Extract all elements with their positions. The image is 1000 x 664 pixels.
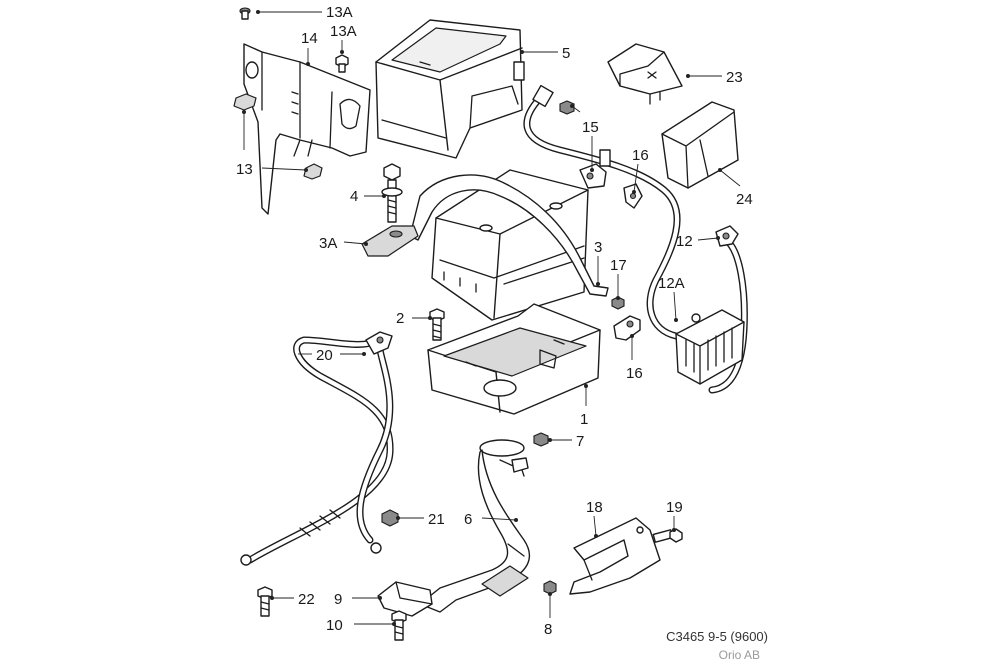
part-16-terminal-lower (613, 315, 641, 341)
part-18-bracket (569, 517, 661, 595)
label-1: 1 (580, 411, 588, 428)
label-17: 17 (610, 257, 627, 274)
label-9: 9 (334, 591, 342, 608)
label-18: 18 (586, 499, 603, 516)
label-23: 23 (726, 69, 743, 86)
part-23-terminal-cover (607, 43, 683, 105)
label-6: 6 (464, 511, 472, 528)
part-20-negative-cable (240, 331, 394, 566)
callouts: 13A 14 13A 13 5 23 15 16 24 4 3A 3 12 17… (236, 4, 753, 638)
label-12: 12 (676, 233, 693, 250)
label-13: 13 (236, 161, 253, 178)
label-7: 7 (576, 433, 584, 450)
copyright-text: Orio AB (719, 648, 760, 662)
label-16-lower: 16 (626, 365, 643, 382)
part-12a-fuse-box (675, 309, 745, 385)
label-3a: 3A (319, 235, 337, 252)
label-19: 19 (666, 499, 683, 516)
part-15-nut-upper (559, 100, 575, 115)
label-21: 21 (428, 511, 445, 528)
part-24-fusebox-cover (661, 101, 739, 189)
part-3a-clamp-foot (361, 225, 419, 257)
label-3: 3 (594, 239, 602, 256)
label-2: 2 (396, 310, 404, 327)
label-16-upper: 16 (632, 147, 649, 164)
label-8: 8 (544, 621, 552, 638)
part-22-bolt (257, 586, 273, 617)
part-3-hold-down-strap (409, 174, 609, 297)
part-6-tray-bracket (419, 439, 531, 613)
part-5-battery-cover (375, 19, 525, 159)
label-24: 24 (736, 191, 753, 208)
clip-upper (233, 93, 257, 111)
label-20: 20 (316, 347, 333, 364)
part-21-nut (381, 509, 399, 527)
part-13a-nut (335, 54, 349, 73)
part-7-nut (533, 432, 549, 447)
part-16-terminal-upper (623, 183, 643, 209)
part-9-clamp-plate (377, 581, 433, 617)
part-8-nut (543, 580, 557, 595)
part-4-bolt (381, 163, 403, 223)
label-12a: 12A (658, 275, 685, 292)
part-13-clip (303, 163, 323, 180)
label-4: 4 (350, 188, 358, 205)
diagram-code: C3465 9-5 (9600) (666, 629, 768, 644)
part-2-bolt (429, 308, 445, 341)
label-22: 22 (298, 591, 315, 608)
label-15: 15 (582, 119, 599, 136)
part-14-mounting-plate (243, 43, 371, 215)
part-10-bolt (391, 610, 407, 641)
label-10: 10 (326, 617, 343, 634)
label-13a-nut: 13A (330, 23, 357, 40)
part-13a-screw-top (239, 7, 251, 20)
part-19-bolt (652, 528, 683, 543)
part-1-battery-tray (427, 303, 601, 415)
label-13a-top: 13A (326, 4, 353, 21)
battery (431, 169, 589, 321)
cable-upper-positive (523, 84, 681, 340)
label-5: 5 (562, 45, 570, 62)
part-15-clamp (579, 163, 607, 189)
label-14: 14 (301, 30, 318, 47)
